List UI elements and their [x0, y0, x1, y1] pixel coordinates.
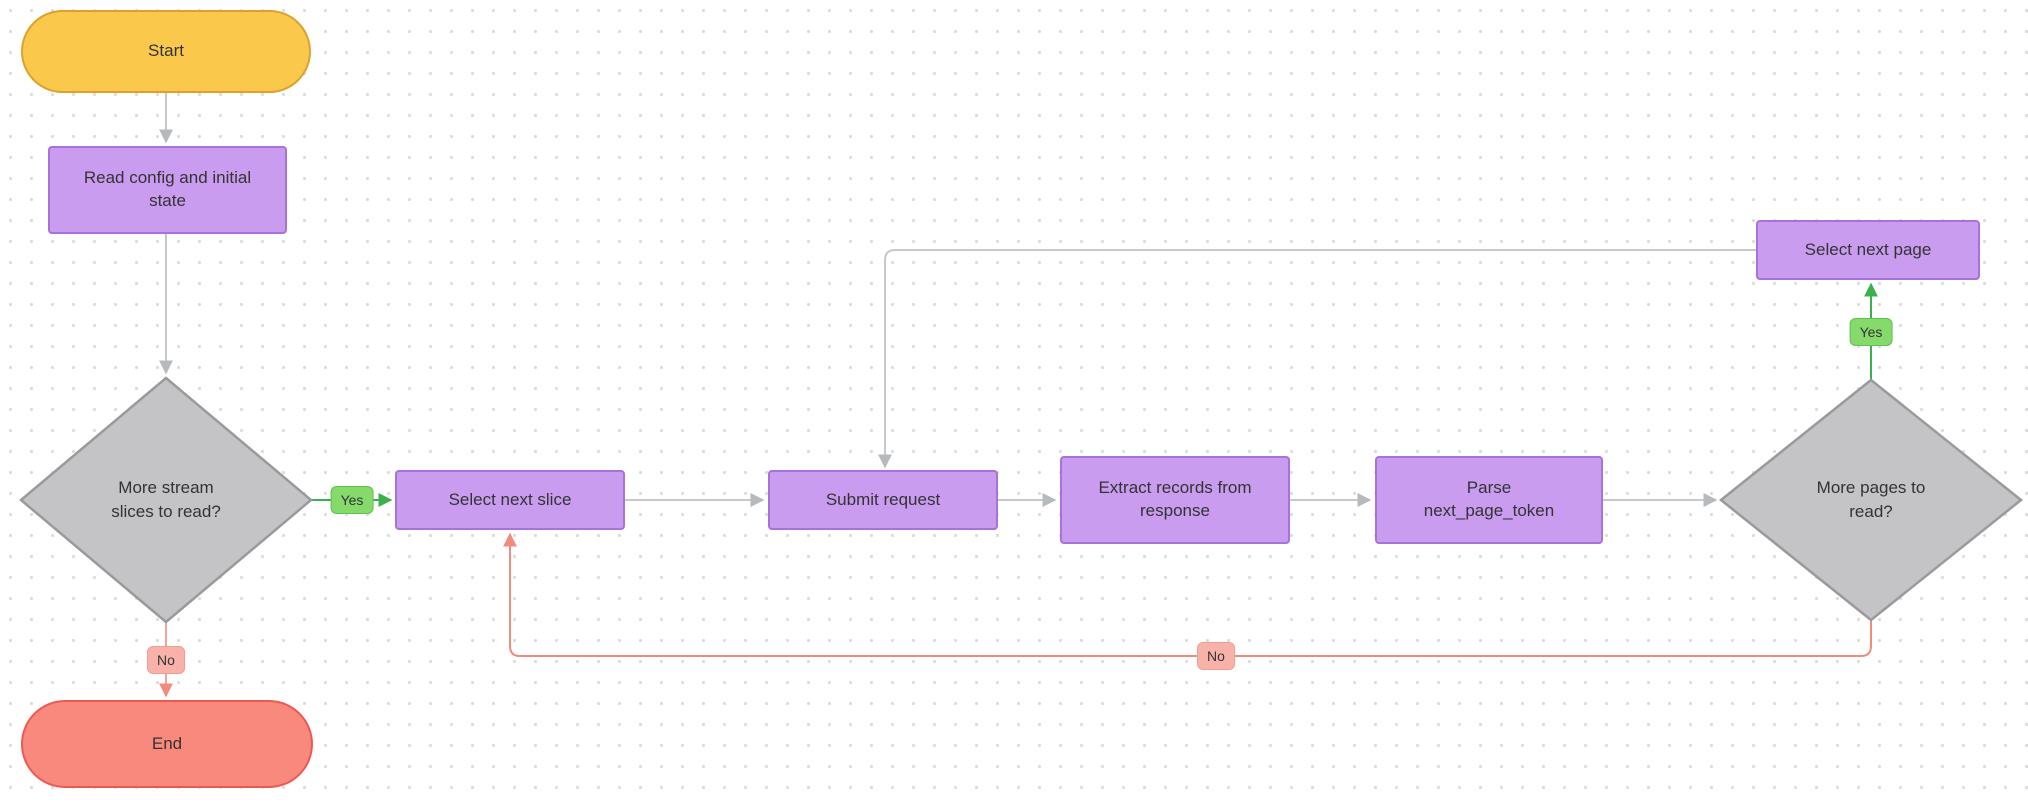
- edge-label-more-slices-yes: Yes: [330, 486, 374, 514]
- edge-label-more-slices-no: No: [147, 646, 185, 674]
- node-extract-records-label: Extract records from response: [1098, 478, 1252, 520]
- node-select-page: Select next page: [1756, 220, 1980, 280]
- node-select-page-label: Select next page: [1804, 239, 1932, 259]
- node-submit-request: Submit request: [768, 470, 998, 530]
- node-select-slice-label: Select next slice: [448, 489, 572, 509]
- node-parse-token-label: Parse next_page_token: [1423, 478, 1555, 520]
- node-parse-token: Parse next_page_token: [1375, 456, 1603, 544]
- decision-more-pages-shape: [1718, 378, 2024, 622]
- node-read-config-label: Read config and initial state: [83, 168, 252, 210]
- decision-more-slices-shape: [19, 376, 313, 624]
- node-end: End: [21, 700, 313, 788]
- edge-more-pages-no-to-select-slice: [503, 532, 1872, 657]
- node-start: Start: [21, 10, 311, 93]
- node-submit-request-label: Submit request: [825, 489, 941, 509]
- edge-label-more-pages-no: No: [1197, 642, 1235, 670]
- edge-label-more-pages-yes: Yes: [1849, 318, 1893, 346]
- edge-select-page-to-submit-request: [878, 249, 1756, 469]
- node-start-label: Start: [148, 41, 184, 61]
- node-read-config: Read config and initial state: [48, 146, 287, 234]
- node-select-slice: Select next slice: [395, 470, 625, 530]
- node-extract-records: Extract records from response: [1060, 456, 1290, 544]
- node-end-label: End: [151, 733, 183, 753]
